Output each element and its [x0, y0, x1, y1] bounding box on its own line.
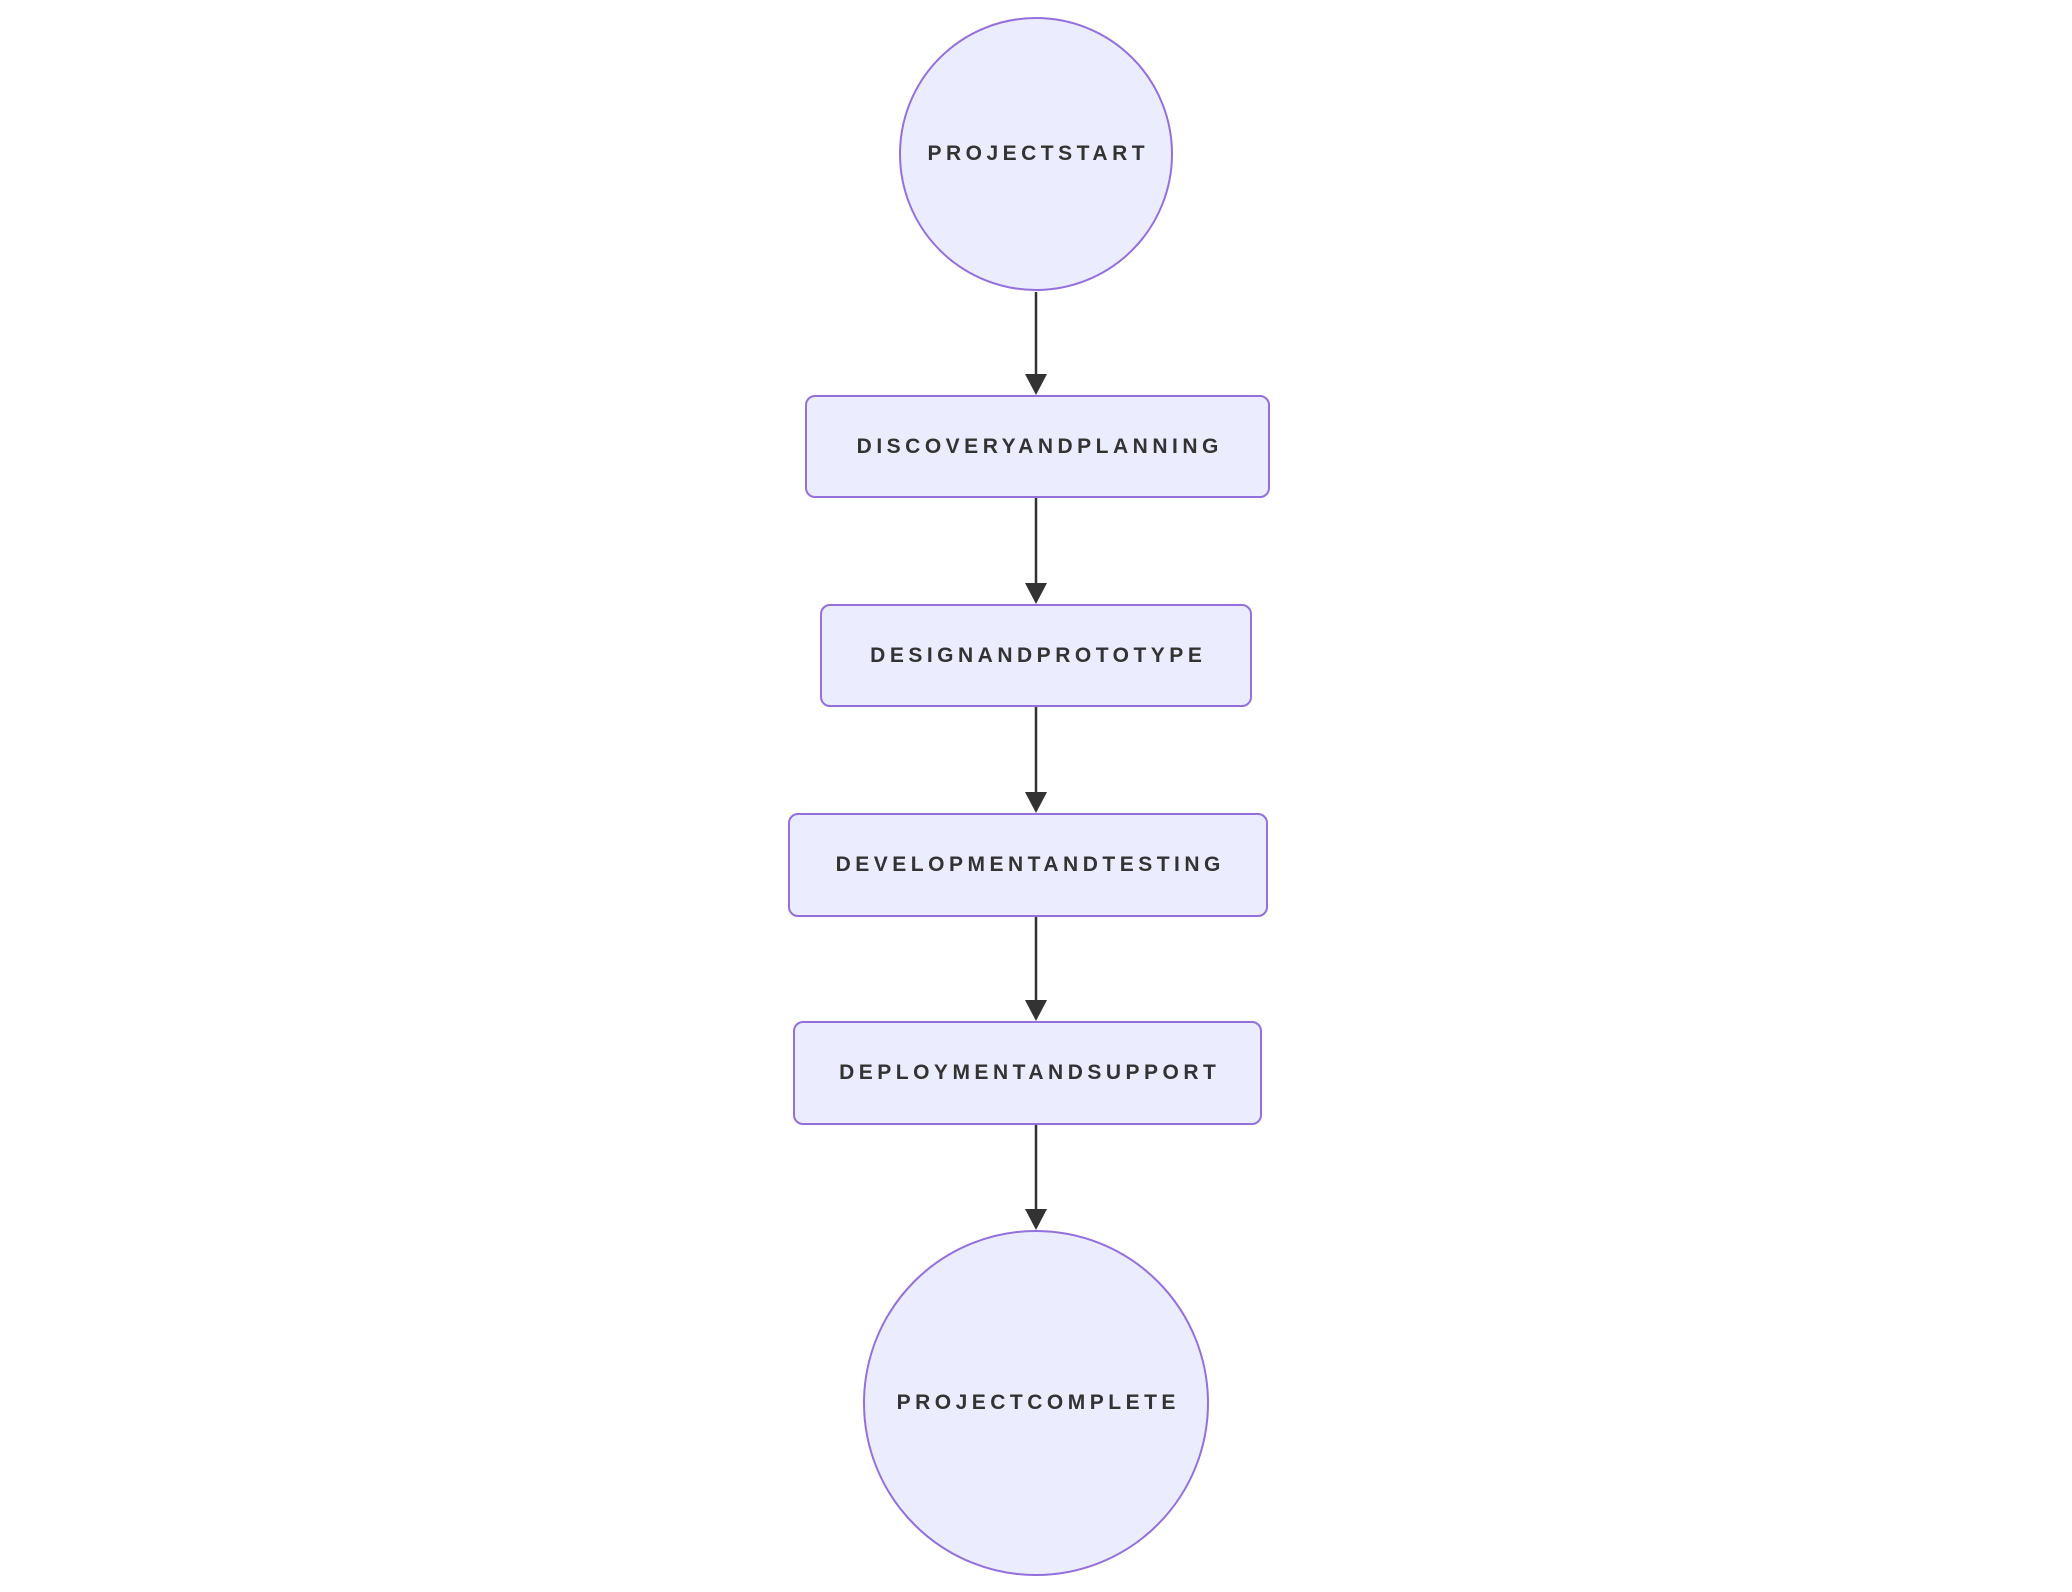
node-deploymentandsupport-label: DEPLOYMENTANDSUPPORT — [839, 1061, 1221, 1084]
node-designandprototype[interactable]: DESIGNANDPROTOTYPE — [820, 604, 1252, 707]
node-projectcomplete[interactable]: PROJECTCOMPLETE — [863, 1230, 1209, 1576]
edge-deployment-to-complete — [1025, 1125, 1047, 1230]
edge-design-to-development — [1025, 707, 1047, 813]
node-developmentandtesting[interactable]: DEVELOPMENTANDTESTING — [788, 813, 1268, 917]
node-discoveryandplanning[interactable]: DISCOVERYANDPLANNING — [805, 395, 1270, 498]
node-designandprototype-label: DESIGNANDPROTOTYPE — [870, 643, 1207, 667]
edge-discovery-to-design — [1025, 498, 1047, 604]
node-projectcomplete-label: PROJECTCOMPLETE — [896, 1391, 1180, 1414]
edge-start-to-discovery — [1025, 292, 1047, 395]
node-projectstart-label: PROJECTSTART — [927, 142, 1150, 165]
node-discoveryandplanning-label: DISCOVERYANDPLANNING — [856, 434, 1223, 458]
node-developmentandtesting-label: DEVELOPMENTANDTESTING — [835, 853, 1225, 876]
edge-development-to-deployment — [1025, 917, 1047, 1021]
node-deploymentandsupport[interactable]: DEPLOYMENTANDSUPPORT — [793, 1021, 1262, 1125]
node-projectstart[interactable]: PROJECTSTART — [899, 17, 1173, 291]
